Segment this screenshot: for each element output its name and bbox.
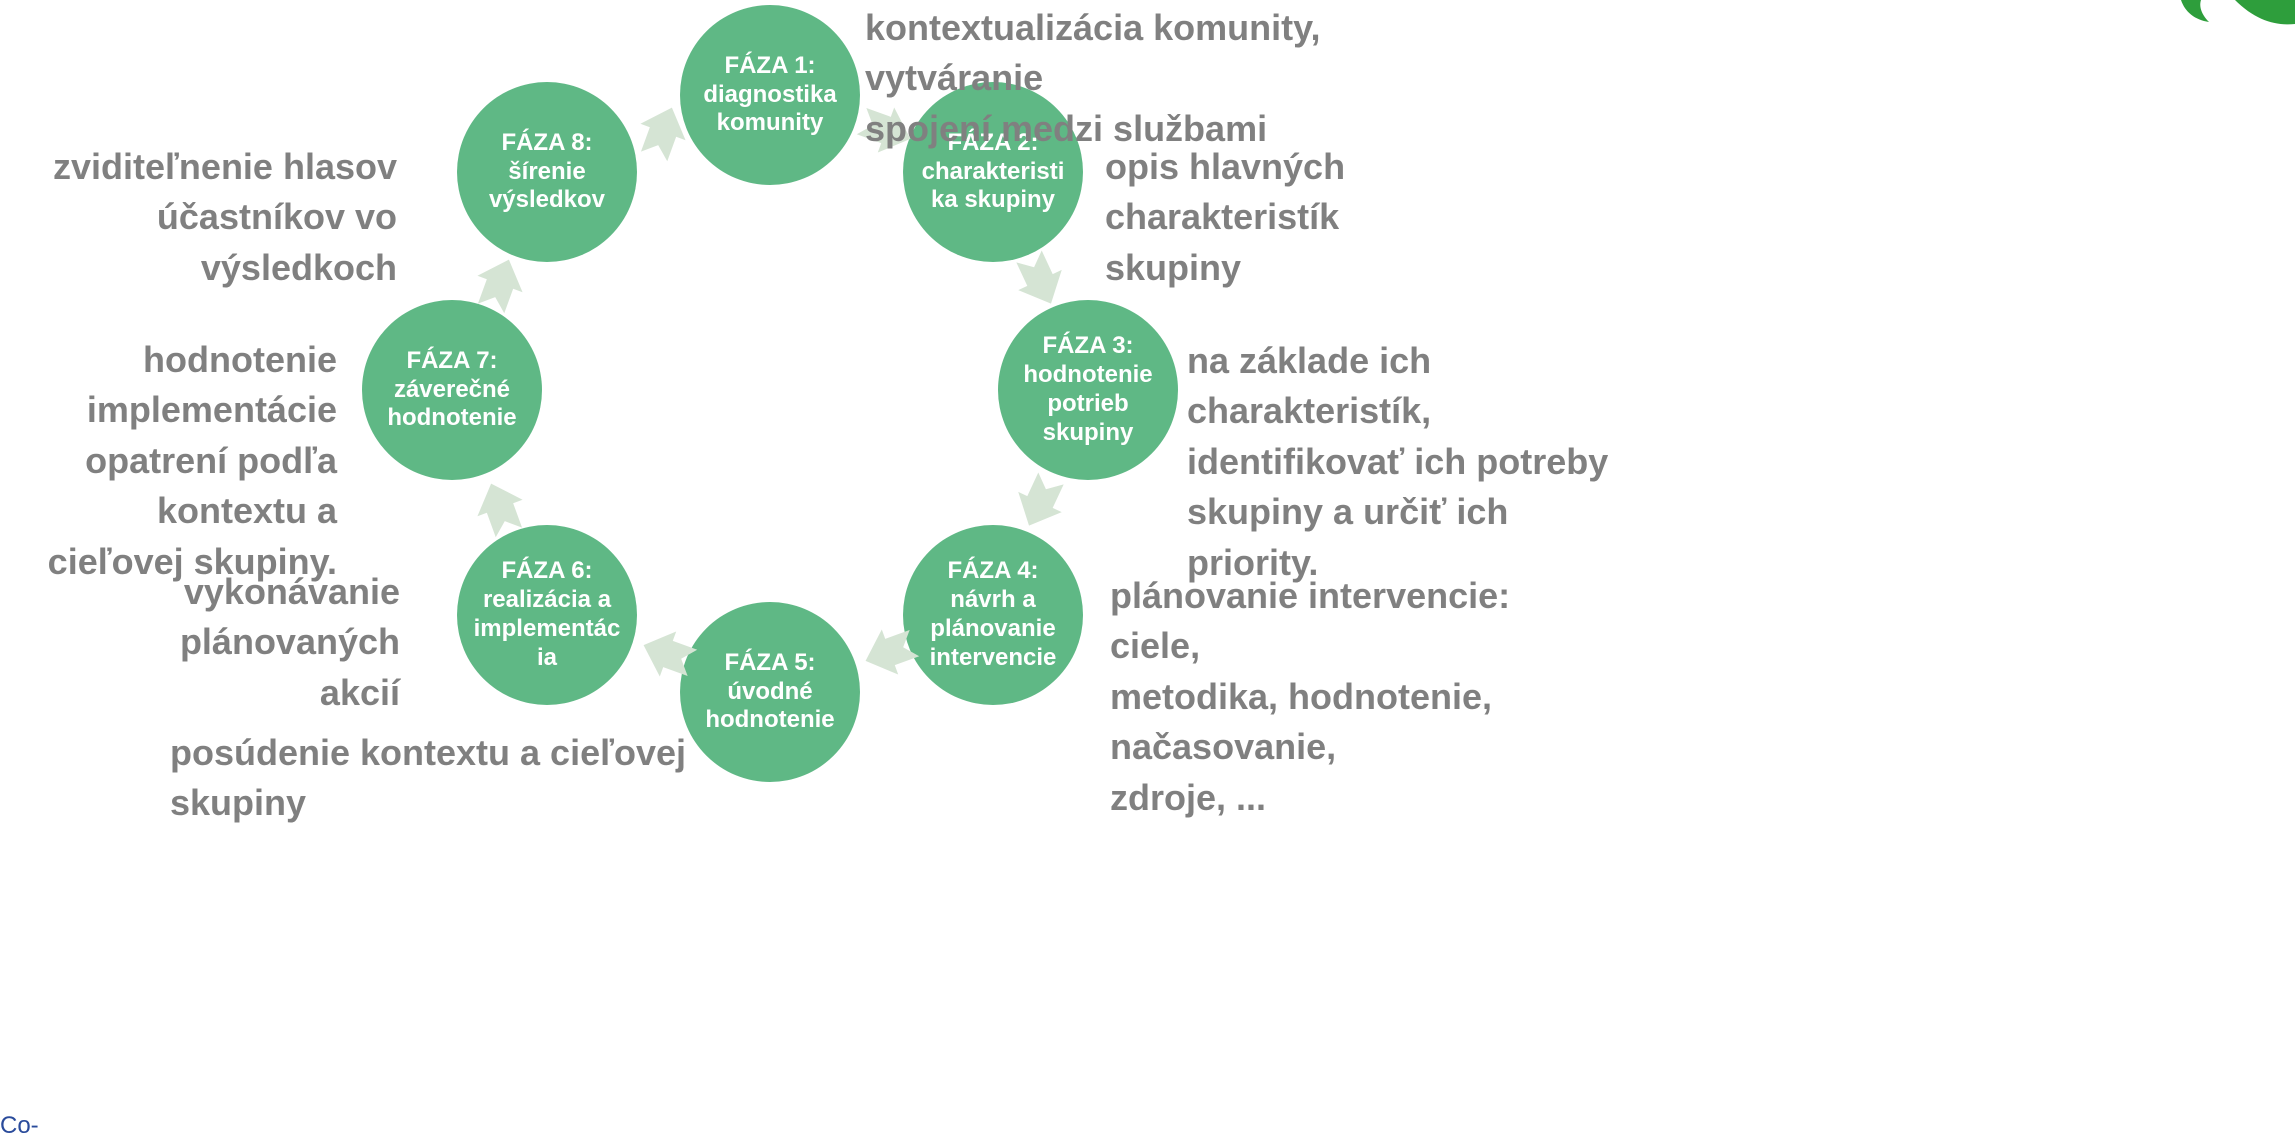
- phase-7-title: FÁZA 7:: [406, 346, 498, 374]
- phase-6-circle: FÁZA 6: realizácia a implementác ia: [457, 525, 637, 705]
- phase-4-name: návrh a plánovanie intervencie: [929, 586, 1057, 671]
- phase-8-circle: FÁZA 8: šírenie výsledkov: [457, 82, 637, 262]
- phase-7-name: záverečné hodnotenie: [387, 375, 517, 432]
- phase-3-name: hodnotenie potrieb skupiny: [1023, 361, 1153, 446]
- arrow-1-to-2-icon: [853, 99, 918, 162]
- phase-7-description: hodnotenie implementácie opatrení podľa …: [47, 339, 337, 582]
- phase-4-description: plánovanie intervencie: ciele, metodika,…: [1110, 575, 1511, 818]
- arrow-2-to-3-icon: [1007, 246, 1072, 313]
- phase-1-description: kontextualizácia komunity, vytváranie sp…: [865, 7, 1321, 149]
- phase-8-name: šírenie výsledkov: [488, 157, 606, 214]
- arrow-5-to-6-icon: [635, 623, 700, 686]
- arrow-4-to-5-icon: [857, 621, 922, 684]
- phase-5-title: FÁZA 5:: [724, 648, 816, 676]
- phase-1-circle: FÁZA 1: diagnostika komunity: [680, 5, 860, 185]
- phase-5-name: úvodné hodnotenie: [705, 677, 835, 734]
- phase-4-title: FÁZA 4:: [947, 557, 1039, 585]
- phase-6-title: FÁZA 6:: [501, 557, 593, 585]
- phase-2-name: charakteristi ka skupiny: [921, 157, 1065, 214]
- phase-1-name: diagnostika komunity: [703, 80, 837, 137]
- phase-6-name: realizácia a implementác ia: [473, 586, 621, 671]
- arrow-7-to-8-icon: [469, 251, 532, 316]
- phase-3-title: FÁZA 3:: [1042, 332, 1134, 360]
- phase-2-title: FÁZA 2:: [947, 128, 1039, 156]
- phase-5-circle: FÁZA 5: úvodné hodnotenie: [680, 602, 860, 782]
- phase-8-title: FÁZA 8:: [501, 128, 593, 156]
- phase-7-circle: FÁZA 7: záverečné hodnotenie: [362, 300, 542, 480]
- phase-6-description: vykonávanie plánovaných akcií: [179, 571, 400, 713]
- phase-8-description: zviditeľnenie hlasov účastníkov vo výsle…: [53, 146, 397, 288]
- phase-3-description: na základe ich charakteristík, identifik…: [1187, 340, 1609, 583]
- arrow-8-to-1-icon: [632, 99, 695, 164]
- phase-1-title: FÁZA 1:: [724, 51, 816, 79]
- arrow-3-to-4-icon: [1007, 468, 1072, 535]
- phase-4-circle: FÁZA 4: návrh a plánovanie intervencie: [903, 525, 1083, 705]
- arrow-6-to-7-icon: [469, 475, 532, 540]
- co-funded-by-label: Co-funded by: [0, 1112, 39, 1139]
- phase-2-description: opis hlavných charakteristík skupiny: [1105, 146, 1346, 288]
- phase-2-circle: FÁZA 2: charakteristi ka skupiny: [903, 82, 1083, 262]
- leaf-logo-icon: [2175, 0, 2295, 30]
- phase-3-circle: FÁZA 3: hodnotenie potrieb skupiny: [998, 300, 1178, 480]
- phase-5-description: posúdenie kontextu a cieľovej skupiny: [170, 732, 687, 824]
